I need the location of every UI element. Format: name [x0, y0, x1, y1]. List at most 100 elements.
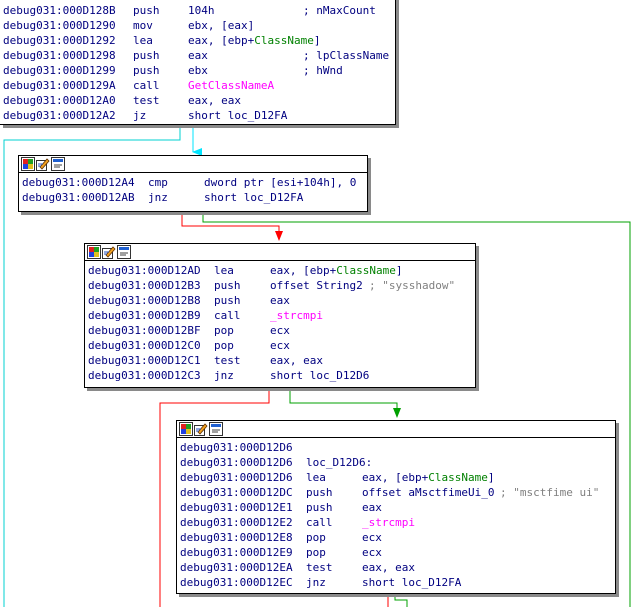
graph-view-icon[interactable]	[117, 245, 131, 259]
line-operands: short loc_D12D6	[270, 368, 369, 383]
operand-text: eax, eax	[188, 94, 241, 107]
edit-block-icon[interactable]	[194, 422, 208, 436]
line-operands: 104h	[188, 3, 215, 18]
line-mnemonic: pop	[306, 546, 326, 559]
edit-block-icon[interactable]	[102, 245, 116, 259]
code-line[interactable]: debug031:000D12AD lea eax, [ebp+ClassName]	[88, 263, 475, 278]
line-address: debug031:000D12C3	[88, 369, 201, 382]
code-line[interactable]: debug031:000D1299 push ebx ; hWnd	[3, 63, 395, 78]
color-palette-icon[interactable]	[21, 157, 35, 171]
operand-text: ebx, [eax]	[188, 19, 255, 32]
symbol-name[interactable]: ClassName	[428, 471, 488, 484]
line-address: debug031:000D12A0	[3, 94, 116, 107]
line-address: debug031:000D12E9	[180, 546, 293, 559]
line-address: debug031:000D1299	[3, 64, 116, 77]
graph-view-icon[interactable]	[51, 157, 65, 171]
line-mnemonic: jnz	[214, 369, 234, 382]
edit-block-icon[interactable]	[36, 157, 50, 171]
operand-text: eax, eax	[362, 561, 415, 574]
function-name[interactable]: _strcmpi	[270, 309, 323, 322]
line-address: debug031:000D12AD	[88, 264, 201, 277]
line-mnemonic: call	[214, 309, 241, 322]
line-operands: ebx	[188, 63, 208, 78]
symbol-name[interactable]: ClassName	[254, 34, 314, 47]
line-operands: eax, eax	[188, 93, 241, 108]
edge-not-taken-2	[159, 389, 270, 607]
line-mnemonic: call	[306, 516, 333, 529]
line-operands: dword ptr [esi+104h], 0	[204, 175, 356, 190]
edge-taken-2	[289, 389, 401, 418]
line-operands: short loc_D12FA	[204, 190, 303, 205]
operand-text: 104h	[188, 4, 215, 17]
operand-text: eax	[362, 501, 382, 514]
line-mnemonic: push	[133, 4, 160, 17]
line-address: debug031:000D12D6	[180, 441, 293, 454]
line-mnemonic: pop	[306, 531, 326, 544]
operand-text: eax	[270, 294, 290, 307]
operand-text: ecx	[362, 531, 382, 544]
line-mnemonic: test	[214, 354, 241, 367]
graph-view-icon[interactable]	[209, 422, 223, 436]
operand-text: offset String2	[270, 279, 363, 292]
operand-text: offset aMsctfimeUi_0	[362, 486, 495, 499]
line-address: debug031:000D128B	[3, 4, 116, 17]
line-mnemonic: lea	[214, 264, 234, 277]
code-line[interactable]: debug031:000D12D6	[180, 440, 615, 455]
line-mnemonic: push	[133, 64, 160, 77]
symbol-name[interactable]: ClassName	[336, 264, 396, 277]
code-line[interactable]: debug031:000D1292 lea eax, [ebp+ClassName]	[3, 33, 395, 48]
edge-out-green	[394, 594, 408, 607]
edge-back-left	[3, 126, 181, 607]
line-address: debug031:000D12AB	[22, 191, 135, 204]
line-mnemonic: lea	[133, 34, 153, 47]
function-name[interactable]: _strcmpi	[362, 516, 415, 529]
color-palette-icon[interactable]	[87, 245, 101, 259]
line-operands: eax, [ebp+ClassName]	[188, 33, 320, 48]
line-address: debug031:000D1292	[3, 34, 116, 47]
code-block-d12ad[interactable]: debug031:000D12AD lea eax, [ebp+ClassName]…	[84, 243, 476, 388]
line-mnemonic: cmp	[148, 176, 168, 189]
line-operands: eax, [ebp+ClassName]	[270, 263, 402, 278]
line-comment: ; lpClassName	[303, 49, 390, 62]
operand-text: eax, [ebp+	[362, 471, 429, 484]
operand-text: ]	[487, 471, 495, 484]
operand-text: short loc_D12D6	[270, 369, 370, 382]
line-address: debug031:000D12EC	[180, 576, 293, 589]
code-line[interactable]: debug031:000D12C3 jnz short loc_D12D6	[88, 368, 475, 383]
block-header	[85, 244, 475, 261]
function-name[interactable]: GetClassNameA	[188, 79, 275, 92]
color-palette-icon[interactable]	[179, 422, 193, 436]
line-address: debug031:000D12E1	[180, 501, 293, 514]
line-address: debug031:000D12DC	[180, 486, 293, 499]
line-comment: ; hWnd	[303, 64, 343, 77]
edge-not-taken-1	[181, 213, 283, 241]
